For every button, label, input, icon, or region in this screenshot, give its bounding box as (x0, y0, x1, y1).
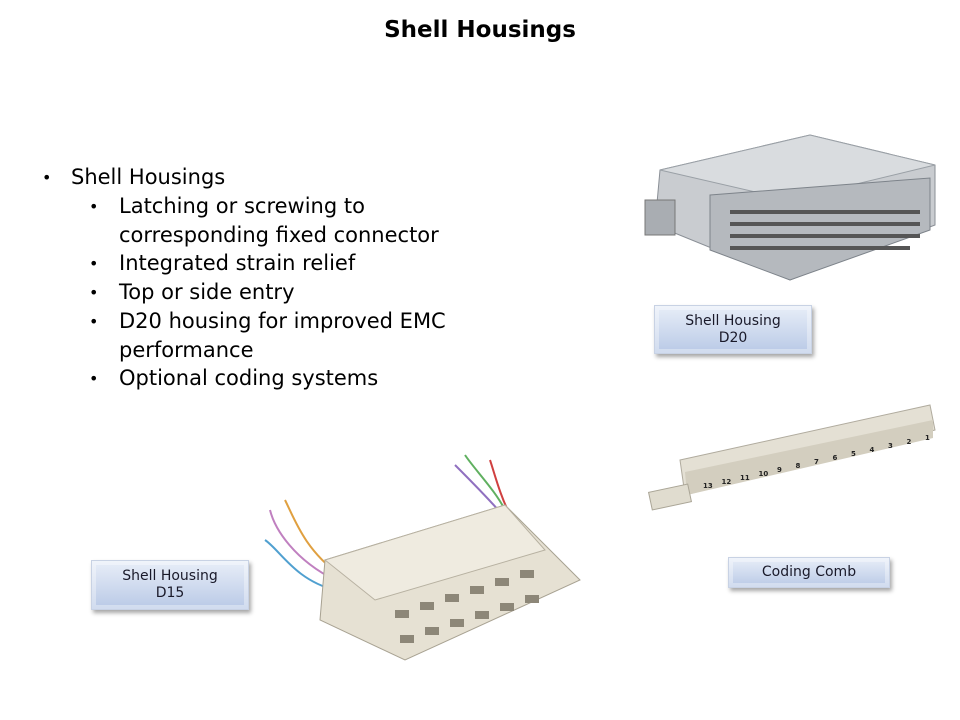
comb-number: 4 (870, 446, 875, 454)
caption-coding-comb: Coding Comb (728, 557, 890, 588)
comb-number: 1 (925, 434, 930, 442)
comb-number: 8 (796, 462, 801, 470)
comb-number: 3 (888, 442, 893, 450)
bullet-text: Shell Housings (71, 165, 226, 189)
comb-number: 2 (907, 438, 912, 446)
sub-bullet: • Top or side entry (89, 278, 539, 307)
bullet-text: Integrated strain relief (119, 251, 356, 275)
bullet-text: Top or side entry (119, 280, 295, 304)
comb-number: 5 (851, 450, 856, 458)
bullet-icon: • (89, 369, 99, 388)
bullet-text: performance (119, 338, 254, 362)
bullet-icon: • (89, 197, 99, 216)
bullet-text: D20 housing for improved EMC (119, 309, 446, 333)
bullet-text: Optional coding systems (119, 366, 379, 390)
sub-bullet: • Integrated strain relief (89, 249, 539, 278)
comb-number: 10 (759, 470, 769, 478)
bullet-icon: • (89, 254, 99, 273)
d20-shell-housing-image (644, 134, 936, 281)
caption-line: Shell Housing (685, 312, 781, 329)
comb-number: 6 (833, 454, 838, 462)
bullet-text: Latching or screwing to (119, 194, 365, 218)
comb-number: 9 (777, 466, 782, 474)
caption-line: D15 (155, 585, 185, 601)
bullet-icon: • (89, 283, 99, 302)
caption-line: D20 (718, 329, 748, 346)
bullet-main: • Shell Housings (42, 163, 226, 192)
comb-number: 12 (722, 478, 732, 486)
sub-bullet: • Latching or screwing to corresponding fi… (89, 192, 539, 250)
slide-title: Shell Housings (384, 17, 576, 43)
comb-number: 11 (740, 474, 750, 482)
sub-bullet: • D20 housing for improved EMC performance (89, 307, 539, 365)
comb-number: 7 (814, 458, 819, 466)
bullet-text: corresponding fixed connector (119, 223, 439, 247)
caption-line: Shell Housing (122, 568, 218, 584)
coding-comb-image: 13 12 11 10 9 8 7 6 5 4 3 2 1 (647, 404, 936, 511)
comb-number: 13 (703, 482, 713, 490)
bullet-icon: • (89, 312, 99, 331)
sub-bullet: • Optional coding systems (89, 364, 539, 393)
bullet-icon: • (42, 168, 52, 187)
d15-shell-housing-image (264, 454, 581, 661)
caption-line: Coding Comb (761, 564, 857, 580)
